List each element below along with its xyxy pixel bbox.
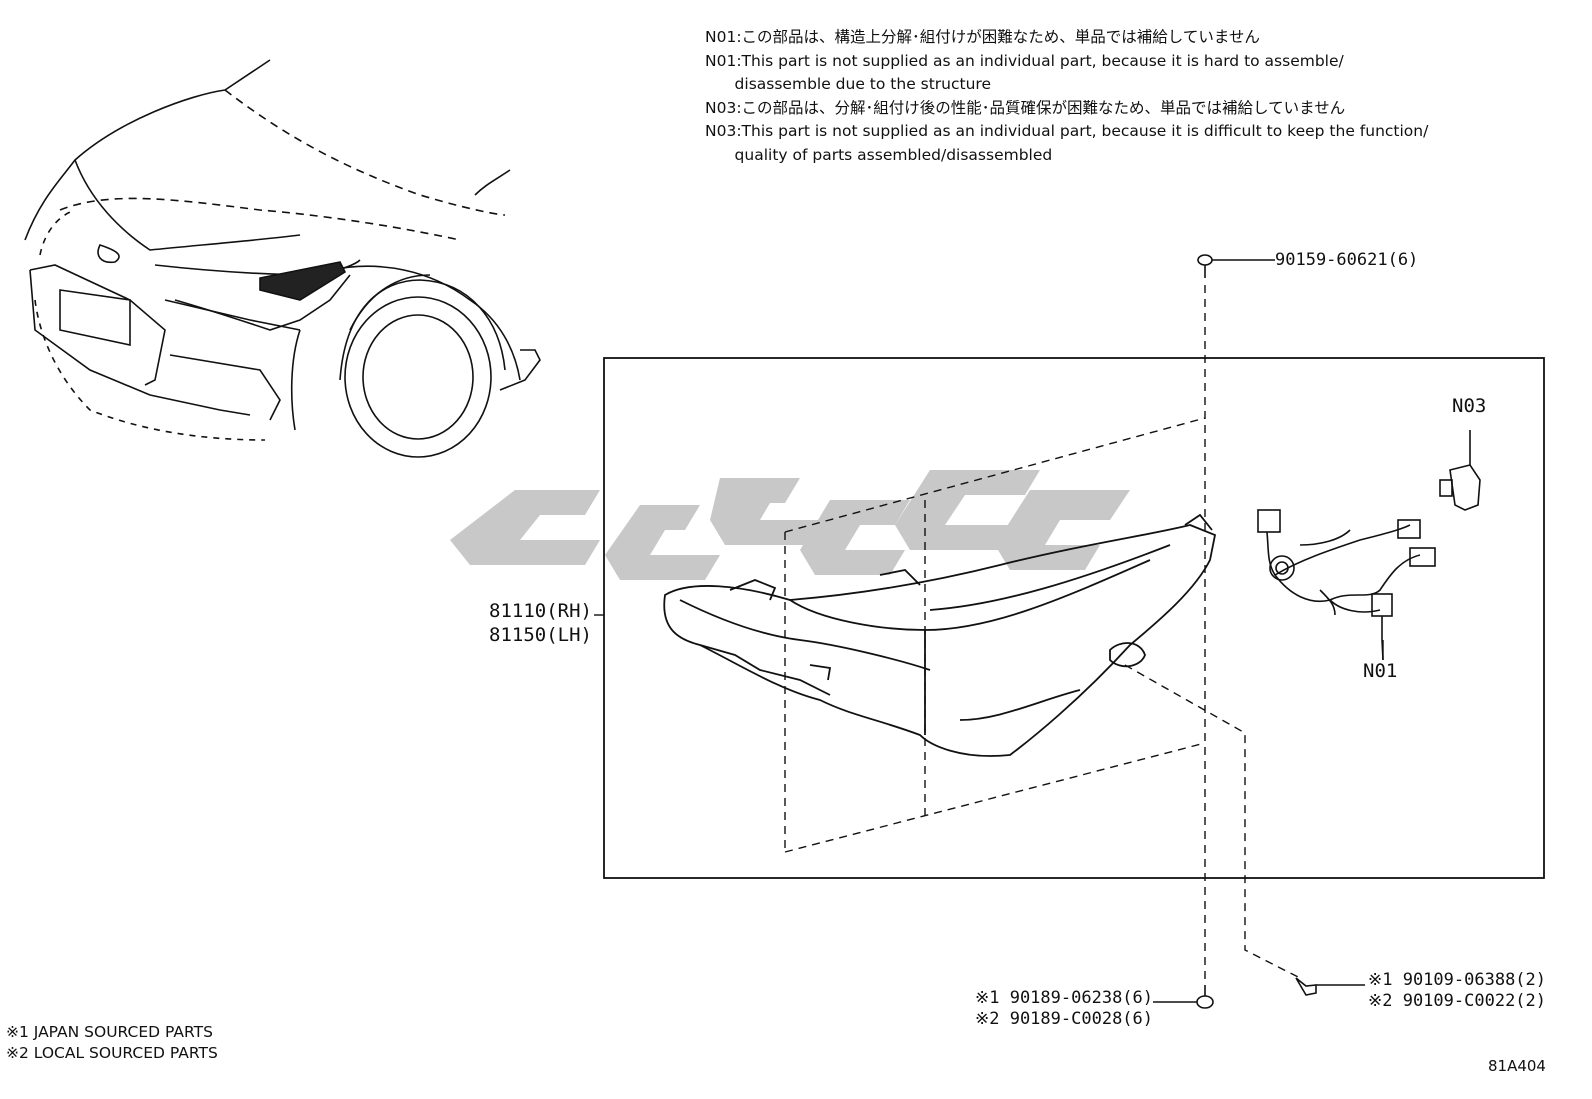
- part-number-screw-bottom-1: ※1 90189-06238(6): [975, 988, 1154, 1008]
- part-number-headlamp-rh: 81110(RH): [489, 600, 592, 622]
- diagram-code: 81A404: [1488, 1057, 1546, 1075]
- screw-bottom-icon: [1153, 985, 1214, 1009]
- watermark-logo: [450, 470, 1130, 580]
- part-number-bolt-1: ※1 90109-06388(2): [1368, 970, 1547, 990]
- note-line: quality of parts assembled/disassembled: [705, 145, 1053, 164]
- headlamp-unit: [663, 513, 1217, 757]
- vehicle-locator-sketch: [24, 59, 541, 458]
- screw-top-icon: [1197, 254, 1275, 278]
- bolt-icon: [1295, 977, 1365, 996]
- exploded-view-guides: [784, 285, 1301, 985]
- note-line: N01:この部品は、構造上分解･組付けが困難なため、単品では補給していません: [705, 28, 1260, 46]
- supply-notes: N01:この部品は、構造上分解･組付けが困難なため、単品では補給していません N0…: [705, 26, 1428, 167]
- fasteners: [1153, 254, 1365, 1009]
- note-line: N03:この部品は、分解･組付け後の性能･品質確保が困難なため、単品では補給して…: [705, 98, 1346, 117]
- wire-harness: [1257, 509, 1436, 661]
- headlamp-assembly-frame: [603, 357, 1545, 879]
- leader-lines: [594, 614, 1384, 660]
- sourcing-legend: ※1 JAPAN SOURCED PARTS ※2 LOCAL SOURCED P…: [6, 1022, 218, 1064]
- part-number-screw-top: 90159-60621(6): [1275, 250, 1419, 270]
- part-number-bolt-2: ※2 90109-C0022(2): [1368, 991, 1547, 1011]
- callout-n03: N03: [1452, 395, 1487, 417]
- note-line: N03:This part is not supplied as an indi…: [705, 122, 1429, 140]
- note-line: disassemble due to the structure: [705, 75, 991, 93]
- note-line: N01:This part is not supplied as an indi…: [705, 51, 1344, 70]
- leveling-actuator: [1439, 430, 1481, 511]
- callout-n01: N01: [1363, 660, 1398, 682]
- part-number-screw-bottom-2: ※2 90189-C0028(6): [975, 1009, 1154, 1029]
- legend-line: ※1 JAPAN SOURCED PARTS: [6, 1023, 213, 1041]
- legend-line: ※2 LOCAL SOURCED PARTS: [6, 1044, 218, 1062]
- part-number-headlamp-lh: 81150(LH): [489, 624, 592, 646]
